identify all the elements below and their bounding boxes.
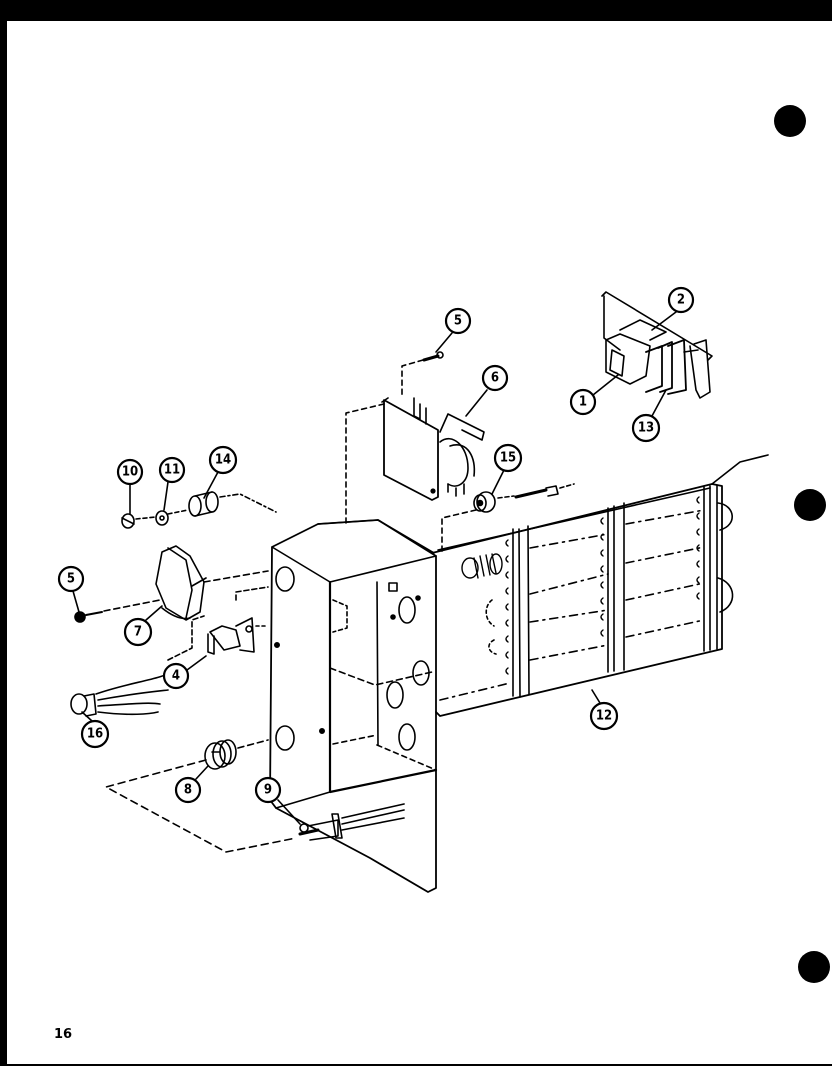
callout-5-left-label: 5 (67, 572, 75, 587)
callout-15-label: 15 (500, 451, 516, 466)
screw-5-left (74, 570, 269, 623)
callout-8-label: 8 (184, 783, 192, 798)
callout-12-label: 12 (596, 709, 612, 724)
callout-1[interactable] (569, 388, 597, 416)
heater-element-assembly (431, 454, 769, 717)
callout-14[interactable] (208, 445, 238, 475)
callout-4[interactable] (162, 662, 190, 690)
diagram-page (7, 21, 832, 1064)
snap-bushing-8 (105, 739, 297, 853)
callout-16[interactable] (80, 719, 110, 749)
relay-bracket (601, 291, 713, 399)
registration-mark-middle (794, 489, 826, 521)
bushing-15 (441, 483, 575, 553)
callout-10[interactable] (116, 458, 144, 486)
callout-9-label: 9 (264, 783, 272, 798)
scan-border-left (0, 0, 7, 1066)
leader-lines (72, 311, 677, 825)
callout-5-left[interactable] (57, 565, 85, 593)
callout-11-label: 11 (164, 463, 180, 478)
callout-2[interactable] (667, 286, 695, 314)
registration-mark-bottom (798, 951, 830, 983)
wire-harness-16 (70, 615, 205, 717)
callout-16-label: 16 (87, 727, 103, 742)
callout-12[interactable] (589, 701, 619, 731)
callout-4-label: 4 (172, 669, 180, 684)
callouts (57, 286, 695, 804)
callout-8[interactable] (174, 776, 202, 804)
washers-spacer (121, 491, 277, 529)
callout-6-label: 6 (491, 371, 499, 386)
thermostat-7 (155, 545, 207, 621)
callout-2-label: 2 (677, 293, 685, 308)
callout-1-label: 1 (579, 395, 587, 410)
callout-6[interactable] (481, 364, 509, 392)
callout-10-label: 10 (122, 465, 138, 480)
page-number: 16 (54, 1027, 73, 1042)
callout-5-top-label: 5 (454, 314, 462, 329)
transformer (345, 351, 485, 527)
callout-9[interactable] (254, 776, 282, 804)
callout-13[interactable] (631, 413, 661, 443)
registration-mark-top (774, 105, 806, 137)
callout-11[interactable] (158, 456, 186, 484)
callout-7[interactable] (123, 617, 153, 647)
wire-lead-9 (298, 803, 405, 841)
callout-14-label: 14 (215, 453, 231, 468)
scan-border-top (0, 0, 832, 21)
callout-13-label: 13 (638, 421, 654, 436)
callout-15[interactable] (493, 443, 523, 473)
control-box (269, 519, 438, 893)
fuse-connector-4 (207, 586, 269, 655)
callout-5-top[interactable] (444, 307, 472, 335)
callout-labels: 1 2 13 5 6 15 10 11 14 5 7 4 16 8 9 12 (67, 293, 685, 798)
callout-7-label: 7 (134, 625, 142, 640)
